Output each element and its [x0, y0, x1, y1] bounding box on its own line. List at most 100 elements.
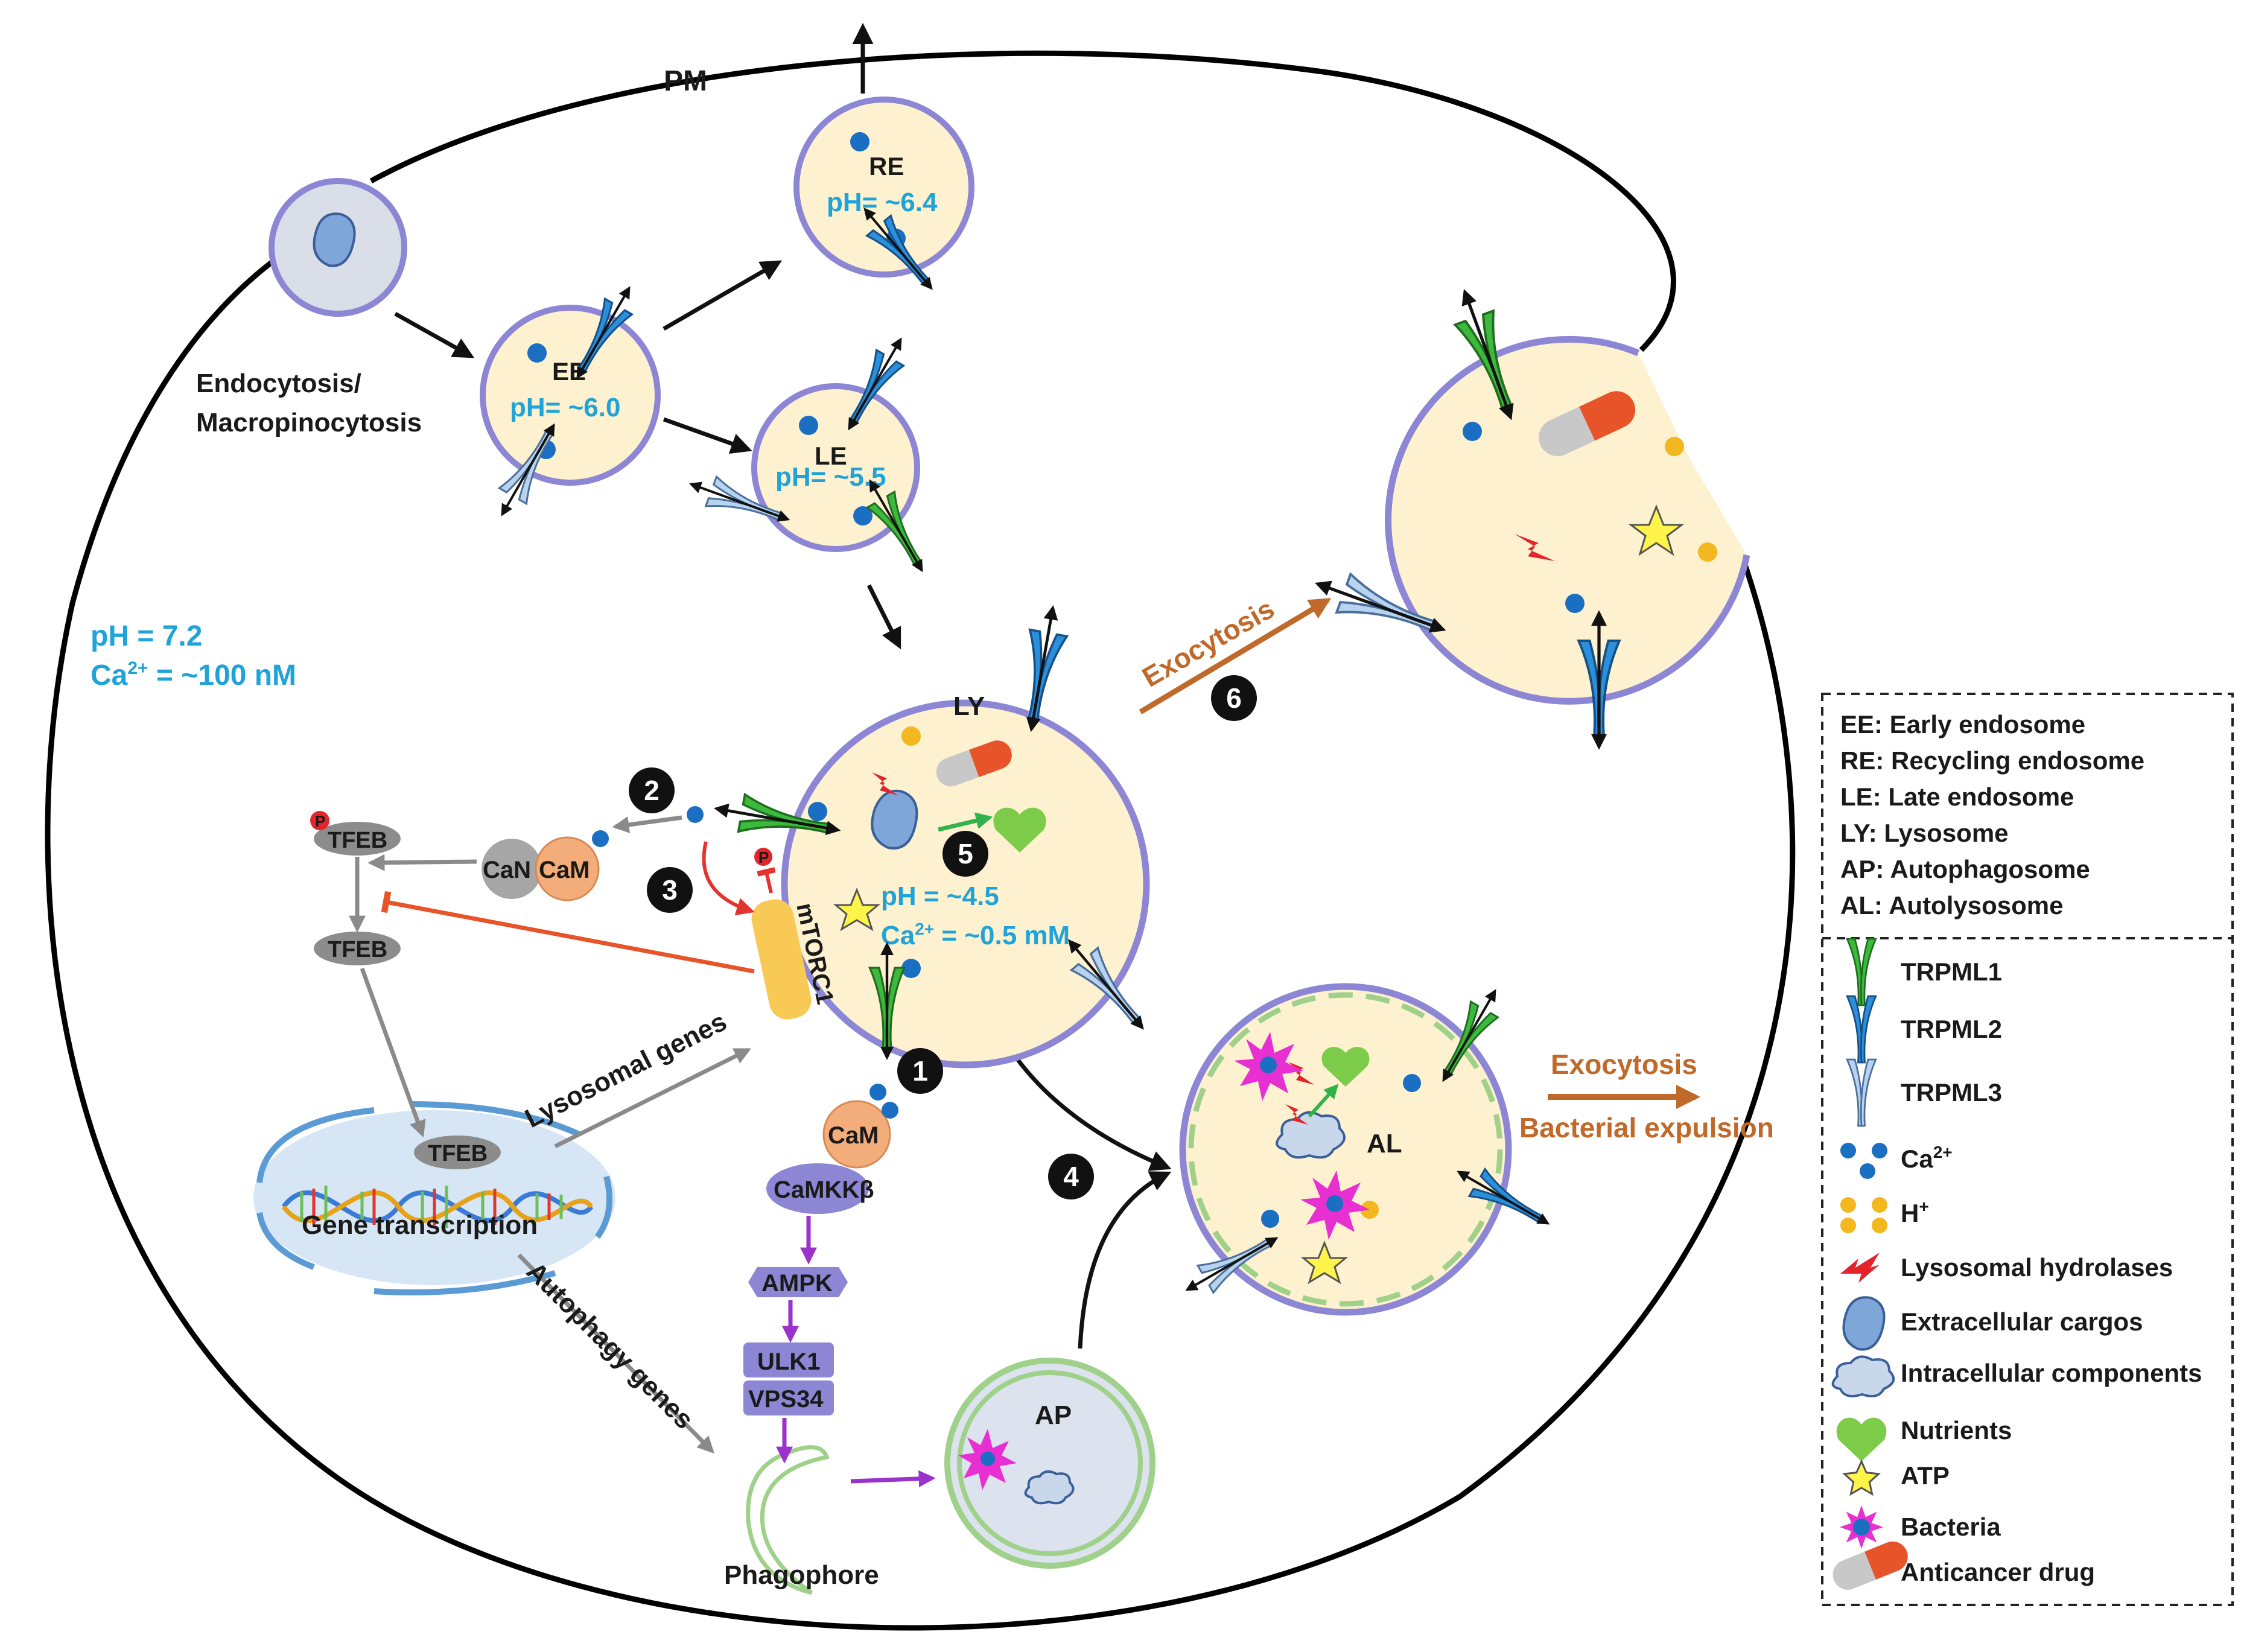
ampk-box: AMPK: [748, 1267, 848, 1297]
svg-text:6: 6: [1226, 682, 1242, 714]
p-mark-mtorc1: P: [758, 848, 769, 866]
step-6-badge: 6: [1211, 675, 1257, 721]
trpml2-icon: [567, 286, 634, 380]
svg-text:ULK1: ULK1: [757, 1349, 820, 1375]
legend-label: Nutrients: [1901, 1416, 2012, 1444]
nucleus: [253, 1101, 615, 1295]
trpml3-icon: [1185, 1228, 1279, 1294]
recycling-endosome: [793, 97, 974, 278]
calcium-icon: [1840, 1143, 1887, 1179]
legend-label: TRPML1: [1901, 958, 2002, 986]
abbreviation-item: RE: Recycling endosome: [1840, 746, 2144, 775]
legend-label: Lysosomal hydrolases: [1901, 1253, 2173, 1282]
svg-text:CaMKKβ: CaMKKβ: [774, 1177, 874, 1203]
phagophore-shape: [746, 1445, 830, 1595]
svg-text:CaM: CaM: [828, 1122, 879, 1149]
legend-label: ATP: [1901, 1461, 1950, 1490]
legend-label: Extracellular cargos: [1901, 1307, 2143, 1336]
trpml2-icon: [839, 337, 905, 431]
al-digestion-arrow: [1308, 1084, 1339, 1118]
legend-label: TRPML3: [1901, 1078, 2002, 1107]
ap-label: AP: [1035, 1400, 1072, 1430]
svg-text:4: 4: [1063, 1161, 1079, 1192]
autolysosome: [1179, 983, 1512, 1316]
svg-text:TFEB: TFEB: [328, 828, 387, 853]
re-ph-label: pH= ~6.4: [827, 188, 938, 217]
tfeb-nuclear: TFEB: [414, 1136, 501, 1169]
endocytic-vesicle: [269, 178, 407, 317]
intracellular-component-icon: [1831, 1355, 1895, 1397]
mtorc1-tfeb-inhibition: [381, 891, 755, 974]
svg-text:CaM: CaM: [539, 857, 590, 883]
step-2-badge: 2: [629, 767, 675, 813]
legend-label: Bacteria: [1901, 1513, 2001, 1541]
autophagosome: [944, 1358, 1155, 1569]
atp-icon: [1842, 1459, 1881, 1496]
exocytosis-right-label: Exocytosis: [1551, 1049, 1697, 1080]
legend-label: Intracellular components: [1901, 1359, 2202, 1387]
anticancer-drug-icon: [1833, 1541, 1908, 1590]
abbreviation-item: EE: Early endosome: [1840, 710, 2085, 739]
hydrolase-icon: [1840, 1253, 1880, 1283]
trpml1-icon: [1454, 289, 1527, 421]
abbreviation-item: LY: Lysosome: [1840, 819, 2009, 847]
trpml2-icon: [1577, 610, 1621, 750]
autophagy-genes-label: Autophagy genes: [521, 1256, 699, 1435]
trpml2-icon: [1457, 1168, 1550, 1234]
legend-panel: [1821, 693, 2234, 1606]
tfeb-signaling-arrows: [349, 815, 752, 1453]
autophagy-signaling-arrows: [776, 1216, 936, 1487]
step-5-badge: 5: [942, 831, 988, 877]
le-label: LE: [815, 442, 847, 470]
step-4-badge: 4: [1048, 1154, 1094, 1199]
trpml1-icon: [868, 942, 906, 1060]
svg-text:AMPK: AMPK: [761, 1270, 833, 1297]
ulk1-vps34-box: ULK1 VPS34: [743, 1342, 834, 1415]
step-1-badge: 1: [897, 1048, 943, 1094]
abbreviation-item: LE: Late endosome: [1840, 783, 2074, 811]
trpml3-icon: [688, 475, 790, 532]
cytosol-ca-label: Ca2+ = ~100 nM: [91, 658, 296, 691]
trpml1-icon: [1433, 989, 1499, 1082]
bacterial-expulsion-label: Bacterial expulsion: [1519, 1112, 1774, 1143]
endocytosis-label-line2: Macropinocytosis: [196, 408, 422, 437]
proton-icon: [1840, 1197, 1887, 1233]
re-label: RE: [869, 152, 904, 180]
trpml3-icon: [498, 423, 564, 516]
cam-camkkb: CaM CaMKKβ: [766, 1084, 898, 1214]
legend-label: Ca2+: [1901, 1143, 1953, 1173]
pm-label: PM: [664, 65, 707, 97]
nutrient-icon: [1836, 1417, 1887, 1461]
tfeb-phosphorylated: P TFEB: [310, 811, 401, 856]
calcineurin-calmodulin: CaN CaM: [482, 836, 600, 901]
mtorc1-inhibition-bar: [757, 867, 776, 894]
endocytosis-label-line1: Endocytosis/: [196, 369, 361, 398]
ly-ph-label: pH = ~4.5: [881, 882, 999, 911]
trpml2-icon: [1013, 605, 1069, 732]
legend-label: TRPML2: [1901, 1015, 2002, 1043]
extracellular-cargo-icon: [313, 212, 356, 267]
trpml3-icon: [1315, 573, 1446, 646]
exocytosis-vesicle: [1385, 335, 1750, 705]
tfeb-dephosphorylated: TFEB: [314, 932, 401, 965]
le-ph-label: pH= ~5.5: [775, 462, 886, 492]
svg-text:2: 2: [644, 775, 660, 806]
trpml3-icon: [1068, 939, 1150, 1032]
trpml-channels: [498, 208, 1621, 1294]
svg-text:CaN: CaN: [483, 857, 531, 883]
svg-text:3: 3: [662, 874, 678, 906]
trpml1-icon: [866, 479, 932, 573]
ly-ca-label: Ca2+ = ~0.5 mM: [881, 920, 1070, 950]
svg-text:TFEB: TFEB: [428, 1141, 488, 1166]
trpml1-icon: [714, 793, 841, 848]
svg-text:TFEB: TFEB: [328, 937, 387, 962]
abbreviation-item: AP: Autophagosome: [1840, 855, 2090, 883]
svg-text:1: 1: [912, 1055, 928, 1087]
calcium-mtorc1-arrow: [702, 841, 755, 916]
svg-text:5: 5: [958, 838, 973, 869]
gene-transcription-label: Gene transcription: [302, 1210, 538, 1240]
trpml2-icon: [863, 208, 938, 293]
plasma-membrane: [45, 50, 1796, 1631]
